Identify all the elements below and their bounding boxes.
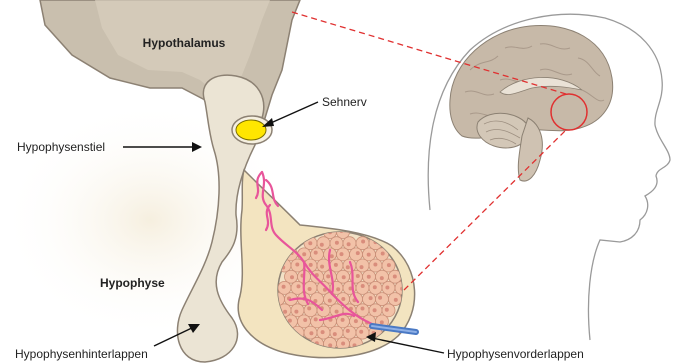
cell	[343, 326, 356, 339]
cell-nucleus	[320, 265, 324, 269]
cell-nucleus	[333, 332, 337, 336]
cell-nucleus	[314, 317, 318, 321]
cell-nucleus	[320, 243, 324, 247]
cell-nucleus	[328, 343, 332, 347]
cell-nucleus	[354, 319, 358, 323]
cell-nucleus	[359, 330, 363, 334]
cell-nucleus	[340, 252, 344, 256]
cell	[311, 315, 324, 328]
cell-nucleus	[373, 263, 377, 267]
cell-nucleus	[335, 241, 339, 245]
cell-nucleus	[369, 296, 373, 300]
cell-nucleus	[380, 276, 384, 280]
cell-nucleus	[380, 320, 384, 324]
cell-nucleus	[314, 251, 318, 255]
cell-nucleus	[290, 275, 294, 279]
cell-nucleus	[385, 308, 389, 312]
cell-nucleus	[356, 274, 360, 278]
cell-nucleus	[361, 307, 365, 311]
cell-nucleus	[360, 265, 364, 269]
cell-nucleus	[307, 306, 311, 310]
cell-nucleus	[288, 319, 292, 323]
cell-nucleus	[378, 296, 382, 300]
cell-nucleus	[309, 263, 313, 267]
label-hypophysenvorderlappen: Hypophysenvorderlappen	[447, 347, 584, 361]
cell-nucleus	[393, 275, 397, 279]
cell	[376, 293, 389, 306]
cell-nucleus	[283, 310, 287, 314]
cell-nucleus	[297, 284, 301, 288]
cell-nucleus	[308, 287, 312, 291]
label-sehnerv: Sehnerv	[322, 95, 367, 109]
cell-nucleus	[309, 331, 313, 335]
cell-nucleus	[330, 254, 334, 258]
cell	[317, 237, 330, 250]
cell	[330, 326, 343, 339]
cell-nucleus	[294, 310, 298, 314]
cell-nucleus	[346, 265, 350, 269]
head-inset	[428, 14, 670, 340]
cell-nucleus	[341, 342, 345, 346]
cell	[311, 293, 324, 306]
cell-nucleus	[361, 240, 365, 244]
cell-nucleus	[387, 263, 391, 267]
label-hypophyse: Hypophyse	[100, 276, 165, 290]
cell-nucleus	[328, 299, 332, 303]
cell-nucleus	[385, 286, 389, 290]
cell-nucleus	[356, 251, 360, 255]
cell	[343, 259, 356, 272]
optic-nerve	[236, 120, 266, 140]
cell-nucleus	[373, 285, 377, 289]
cell-nucleus	[367, 253, 371, 257]
cell-nucleus	[346, 329, 350, 333]
label-hypophysenhinterlappen: Hypophysenhinterlappen	[15, 347, 148, 361]
cell-nucleus	[326, 274, 330, 278]
cell-nucleus	[308, 241, 312, 245]
cell-nucleus	[303, 318, 307, 322]
cell-nucleus	[373, 308, 377, 312]
cell-nucleus	[342, 275, 346, 279]
cell-nucleus	[302, 252, 306, 256]
cell-nucleus	[341, 318, 345, 322]
cell-nucleus	[321, 330, 325, 334]
cell-nucleus	[335, 310, 339, 314]
cell-nucleus	[367, 275, 371, 279]
cell-nucleus	[394, 298, 398, 302]
cell-nucleus	[282, 285, 286, 289]
cell-nucleus	[336, 287, 340, 291]
cell-nucleus	[341, 297, 345, 301]
cell-nucleus	[381, 252, 385, 256]
cell-nucleus	[361, 284, 365, 288]
label-hypophysenstiel: Hypophysenstiel	[17, 140, 105, 154]
cell-nucleus	[347, 242, 351, 246]
cell-nucleus	[295, 263, 299, 267]
label-hypothalamus: Hypothalamus	[143, 36, 226, 50]
cell-nucleus	[334, 263, 338, 267]
